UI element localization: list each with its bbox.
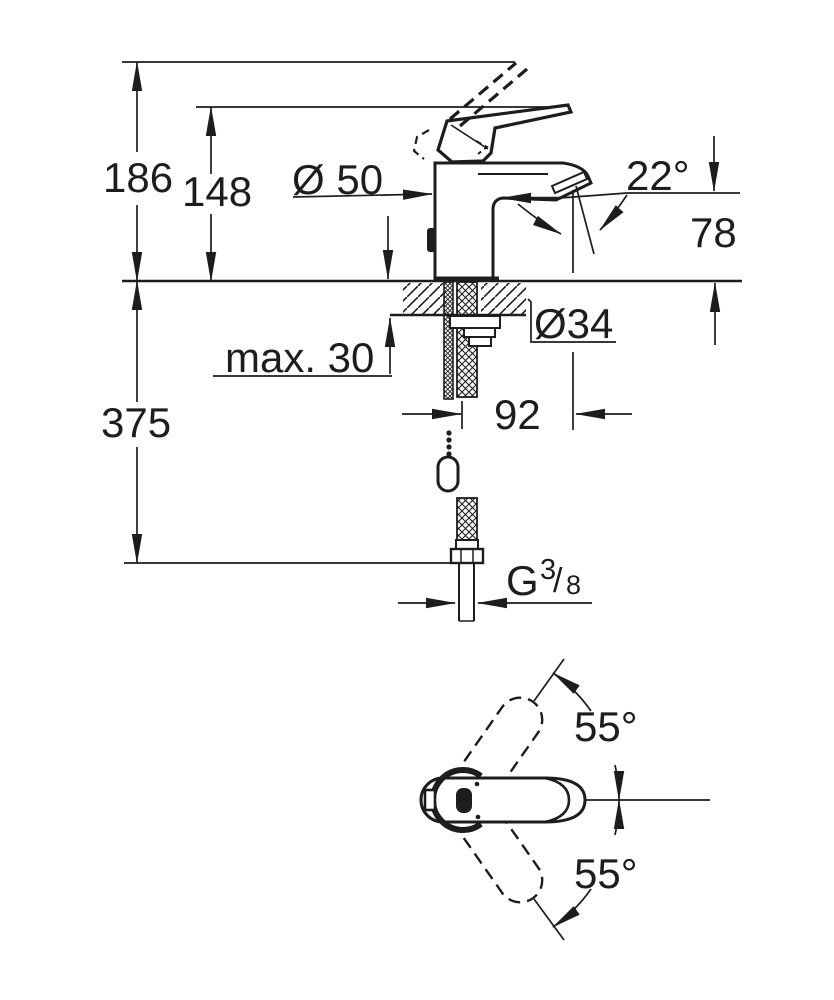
lever-raised-dashed bbox=[458, 67, 529, 128]
side-view bbox=[122, 61, 742, 622]
rod-knob-rear bbox=[427, 228, 436, 252]
dim-22-leader bbox=[559, 192, 628, 199]
pull-knob bbox=[436, 455, 460, 493]
swing-arc-upper-a bbox=[552, 672, 592, 712]
dim-label-55-upper: 55° bbox=[574, 703, 638, 750]
dimension-labels: 186 148 Ø 50 22° 78 max. 30 Ø34 92 375 G… bbox=[101, 152, 737, 897]
swing-arc-upper-b bbox=[613, 764, 625, 801]
mounting-washer bbox=[449, 315, 501, 329]
lever-handle bbox=[436, 103, 574, 164]
swing-arc-lower-a bbox=[613, 799, 625, 836]
aerator bbox=[550, 170, 589, 195]
dim-label-g-den: 8 bbox=[566, 570, 581, 600]
dim-label-g-slash: / bbox=[553, 562, 563, 600]
dim-label-g: G bbox=[506, 557, 539, 604]
top-view bbox=[419, 658, 710, 941]
cartridge-center-detail bbox=[456, 788, 472, 813]
handle-tip-inner-arc bbox=[544, 776, 571, 824]
dim-d34-leader bbox=[527, 298, 616, 343]
hose-hex-nut bbox=[449, 547, 485, 565]
dim-label-22deg: 22° bbox=[626, 152, 690, 199]
swing-extension-lower bbox=[533, 898, 565, 941]
chain-bead bbox=[446, 444, 452, 450]
dim-label-375: 375 bbox=[101, 399, 171, 446]
dim-label-d34: Ø34 bbox=[534, 300, 613, 347]
faucet-body-outline bbox=[433, 161, 593, 281]
stream-angle-line bbox=[575, 185, 595, 255]
swing-extension-upper bbox=[533, 658, 565, 702]
dim-label-max30: max. 30 bbox=[225, 334, 374, 381]
pop-up-rod bbox=[443, 281, 454, 400]
detail-dot bbox=[475, 814, 481, 820]
lever-inner-line bbox=[450, 124, 489, 150]
detail-dot bbox=[474, 781, 480, 787]
dim-label-148: 148 bbox=[182, 168, 252, 215]
mounting-nut-lower bbox=[468, 336, 492, 347]
dim-d50-leader bbox=[292, 189, 433, 200]
dim-label-55-lower: 55° bbox=[574, 850, 638, 897]
supply-hose-lower bbox=[456, 497, 478, 541]
lever-raised-knob-dashed bbox=[412, 129, 430, 160]
body-tab bbox=[423, 788, 437, 812]
hose-ferrule bbox=[455, 539, 479, 550]
chain-bead bbox=[446, 437, 452, 443]
mounting-nut-upper bbox=[463, 327, 496, 338]
dim-label-g-num: 3 bbox=[540, 554, 556, 586]
dim-label-d50: Ø 50 bbox=[292, 156, 383, 203]
angle-arc-arrow-right bbox=[599, 194, 628, 231]
dim-label-186: 186 bbox=[103, 154, 173, 201]
chain-bead bbox=[446, 451, 452, 457]
swing-arc-lower-b bbox=[552, 888, 592, 928]
dim-label-78: 78 bbox=[690, 209, 737, 256]
lever-hidden-edge-dashed bbox=[475, 140, 489, 155]
dim-label-92: 92 bbox=[494, 391, 541, 438]
deck-hatch-left bbox=[403, 283, 446, 314]
chain-bead bbox=[446, 430, 452, 436]
deck-hatch-right bbox=[481, 283, 526, 314]
angle-arc-arrow-left bbox=[517, 203, 562, 235]
lever-raised-dashed bbox=[448, 61, 518, 121]
